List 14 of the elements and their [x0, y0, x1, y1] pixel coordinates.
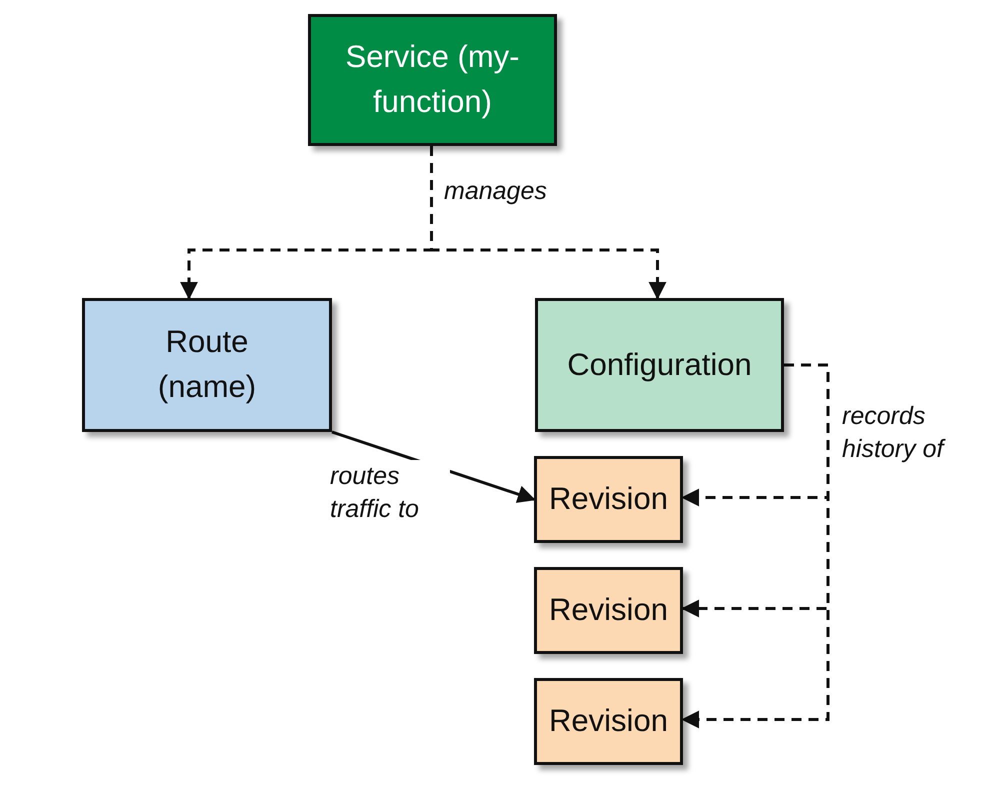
revision-box [534, 456, 683, 543]
node-label: Revision [548, 591, 669, 630]
node-label: Revision [548, 702, 669, 740]
revision-box [534, 678, 683, 765]
node-label: Route (name) [156, 323, 258, 406]
revision-box [534, 567, 683, 654]
configuration-box [535, 298, 784, 432]
dashed-arrow [430, 146, 666, 300]
node-label: Configuration [566, 346, 753, 384]
node-label: Revision [548, 480, 669, 518]
service-box [308, 14, 557, 146]
node-label: Service (my-function) [344, 38, 520, 121]
dashed-arrow [681, 364, 830, 728]
route-box [82, 298, 332, 432]
